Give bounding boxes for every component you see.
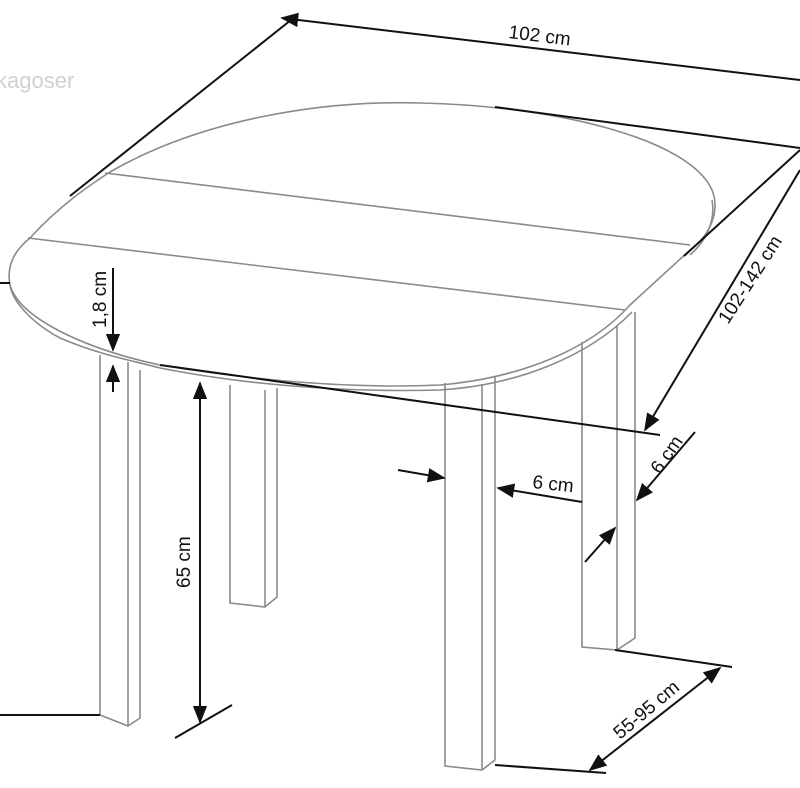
watermark: kagoser bbox=[0, 68, 74, 93]
dimension-thickness: 1,8 cm bbox=[0, 268, 121, 392]
dimension-leg-front: 6 cm bbox=[397, 468, 583, 503]
dimension-width: 102 cm bbox=[69, 12, 800, 197]
leg-back-left bbox=[229, 385, 278, 608]
leg-back-right bbox=[581, 312, 636, 651]
dimension-leg-side: 6 cm bbox=[584, 431, 696, 563]
leaf-seam-back bbox=[104, 172, 691, 246]
leaf-seam-front bbox=[27, 237, 626, 311]
thickness-label: 1,8 cm bbox=[90, 271, 111, 328]
leg-span-label: 55-95 cm bbox=[610, 677, 684, 744]
leg-front-right bbox=[444, 376, 496, 771]
table-top bbox=[8, 101, 716, 392]
length-label: 102-142 cm bbox=[715, 232, 787, 328]
leg-front-label: 6 cm bbox=[531, 472, 574, 497]
leg-front-left bbox=[99, 355, 141, 727]
dimension-height: 65 cm bbox=[0, 381, 233, 739]
dimension-leg-span: 55-95 cm bbox=[494, 649, 733, 774]
leg-side-label: 6 cm bbox=[647, 432, 688, 478]
height-label: 65 cm bbox=[174, 536, 195, 588]
